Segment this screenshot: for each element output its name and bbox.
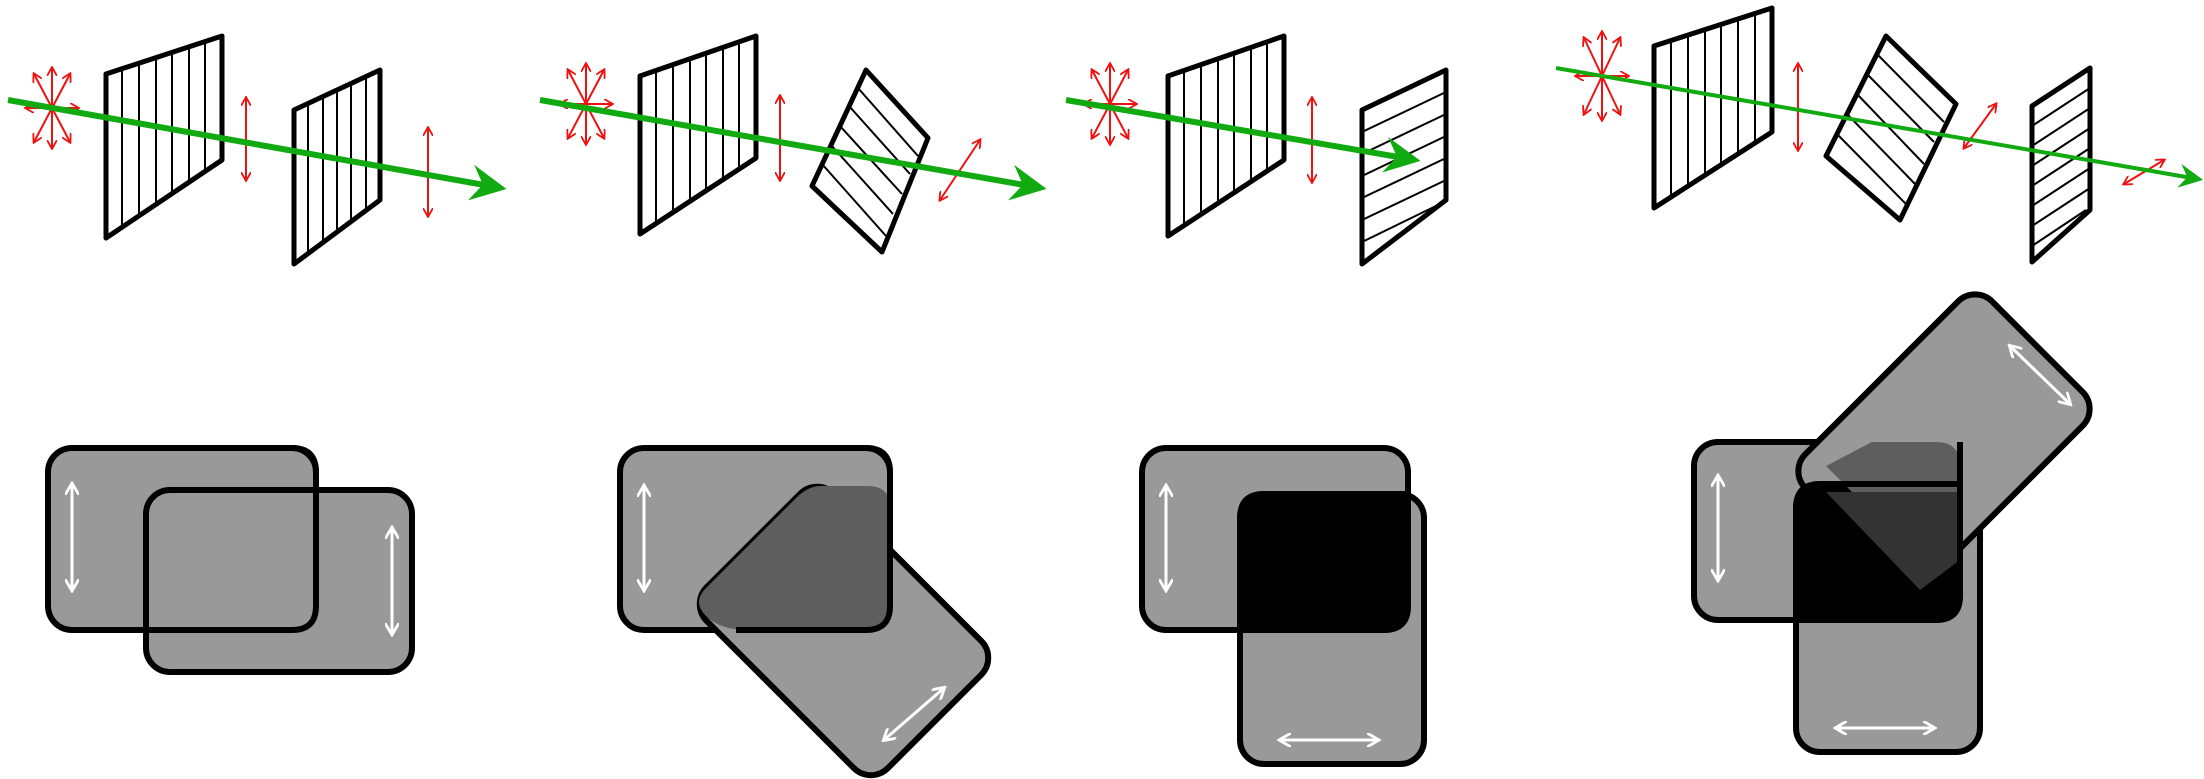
light-beam-arrow (7, 97, 507, 201)
scene-3-sheets (1139, 445, 1427, 767)
light-beam-arrow (539, 97, 1047, 201)
axis-arrow-diagonal (884, 688, 944, 740)
polarization-arrow-diagonal (940, 140, 980, 200)
vertical-polarizer-filter (1651, 5, 1775, 211)
scene-2-sheets (617, 445, 992, 779)
overlap-region-black (1237, 491, 1411, 633)
vertical-polarizer-filter (103, 33, 225, 241)
polarization-arrow-horizontal (2124, 160, 2164, 184)
sheet-1-outline-overlap (736, 445, 893, 633)
scene-4-schematic (1555, 5, 2204, 265)
diagonal-polarizer-filter (1823, 33, 1959, 223)
light-beam-arrow (1555, 66, 2204, 188)
diagonal-polarizer-filter (809, 67, 931, 255)
sheet-1-outline-overlap (146, 445, 319, 633)
vertical-polarizer-filter (1165, 33, 1287, 239)
scene-1-sheets (45, 445, 415, 675)
light-beam-arrow-blocked (1065, 97, 1421, 173)
sheet-outlines (1793, 442, 1963, 623)
overlap-region (699, 486, 890, 630)
vertical-polarizer-filter (637, 33, 759, 237)
scene-1-schematic (7, 33, 507, 267)
horizontal-polarizer-filter (2029, 65, 2093, 265)
horizontal-polarizer-filter (1359, 67, 1449, 267)
scene-3-schematic (1065, 33, 1449, 267)
polarizer-sheet-2 (143, 487, 415, 675)
axis-arrow-diagonal (2010, 346, 2070, 404)
scene-4-sheets (1691, 291, 2093, 755)
scene-2-schematic (539, 33, 1047, 255)
overlap-region-three-sheets (1826, 492, 1960, 590)
vertical-polarizer-filter-2 (291, 67, 383, 267)
